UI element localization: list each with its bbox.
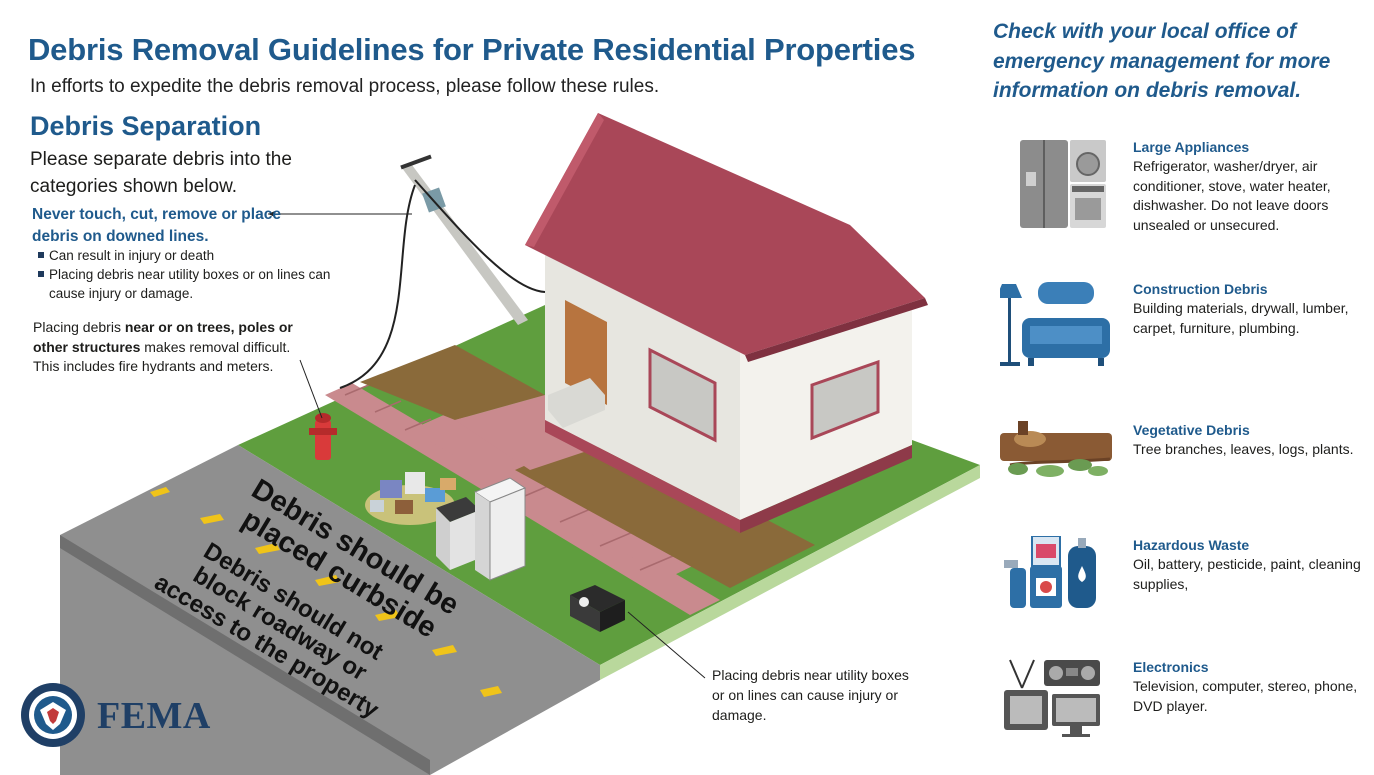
leader-line-utility [627,611,706,679]
utility-box-note: Placing debris near utility boxes or on … [712,667,909,723]
log-icon [1000,421,1112,477]
category-name: Hazardous Waste [1133,537,1250,553]
furniture-icon [1000,282,1110,366]
category-construction-debris: Construction Debris Building materials, … [1000,280,1372,380]
category-description: Oil, battery, pesticide, paint, cleaning… [1133,556,1361,592]
category-description: Building materials, drywall, lumber, car… [1133,300,1349,336]
category-large-appliances: Large Appliances Refrigerator, washer/dr… [1000,138,1372,238]
utility-pole-crossbar [400,154,432,170]
category-name: Vegetative Debris [1133,422,1250,438]
warning-bullet-list: Can result in injury or death Placing de… [38,246,368,303]
category-electronics: Electronics Television, computer, stereo… [1000,658,1372,758]
chemicals-icon [1004,536,1096,608]
category-name: Electronics [1133,659,1209,675]
leader-line-trees [299,359,323,419]
road [60,445,600,775]
page-subtitle: In efforts to expedite the debris remova… [30,76,660,97]
house-roof-edge [745,298,928,362]
near-trees-prefix: Placing debris [33,319,125,335]
category-vegetative-debris: Vegetative Debris Tree branches, leaves,… [1000,421,1372,521]
dirt-bed-right [515,432,815,588]
downed-lines-warning: Never touch, cut, remove or place debris… [32,206,281,245]
category-description: Television, computer, stereo, phone, DVD… [1133,678,1358,714]
fire-hydrant [309,413,337,460]
page-title: Debris Removal Guidelines for Private Re… [28,32,916,67]
roof-front-edge [525,113,604,247]
near-trees-suffix: makes removal difficult. This includes f… [33,338,291,375]
front-steps [548,378,605,428]
separation-heading: Debris Separation [30,111,262,141]
refrigerator [473,477,527,581]
category-name: Large Appliances [1133,139,1250,155]
front-door [565,300,607,405]
road-stripes [150,487,502,697]
category-description: Refrigerator, washer/dryer, air conditio… [1133,158,1331,233]
house-foundation-side [740,445,912,533]
category-hazardous-waste: Hazardous Waste Oil, battery, pesticide,… [1000,536,1372,636]
stove [436,497,480,570]
front-path [455,395,620,470]
category-name: Construction Debris [1133,281,1268,297]
lawn-edge [600,465,980,680]
dirt-bed-left [360,345,545,420]
window-side [810,359,880,441]
separation-intro: Please separate debris into the categori… [30,149,292,197]
road-edge [60,535,430,775]
electronics-icon [1004,659,1100,737]
power-line-1 [414,179,546,293]
window-front [648,347,717,443]
utility-pole [402,165,528,325]
dhs-seal-logo [21,683,85,747]
power-line-2 [339,184,416,389]
warning-bullet: Placing debris near utility boxes or on … [38,265,368,303]
near-trees-note: Placing debris near or on trees, poles o… [33,318,313,377]
house-roof [525,113,925,355]
debris-pile [365,472,456,525]
near-trees-bold: near or on trees, poles or other structu… [33,319,293,355]
house-foundation-front [545,420,740,533]
category-description: Tree branches, leaves, logs, plants. [1133,441,1354,457]
fema-wordmark: FEMA [97,695,211,737]
warning-bullet: Can result in injury or death [38,246,368,265]
check-local-office-note: Check with your local office of emergenc… [993,20,1331,102]
appliances-icon [1020,140,1106,228]
utility-box [570,585,625,632]
walkway [410,410,705,578]
